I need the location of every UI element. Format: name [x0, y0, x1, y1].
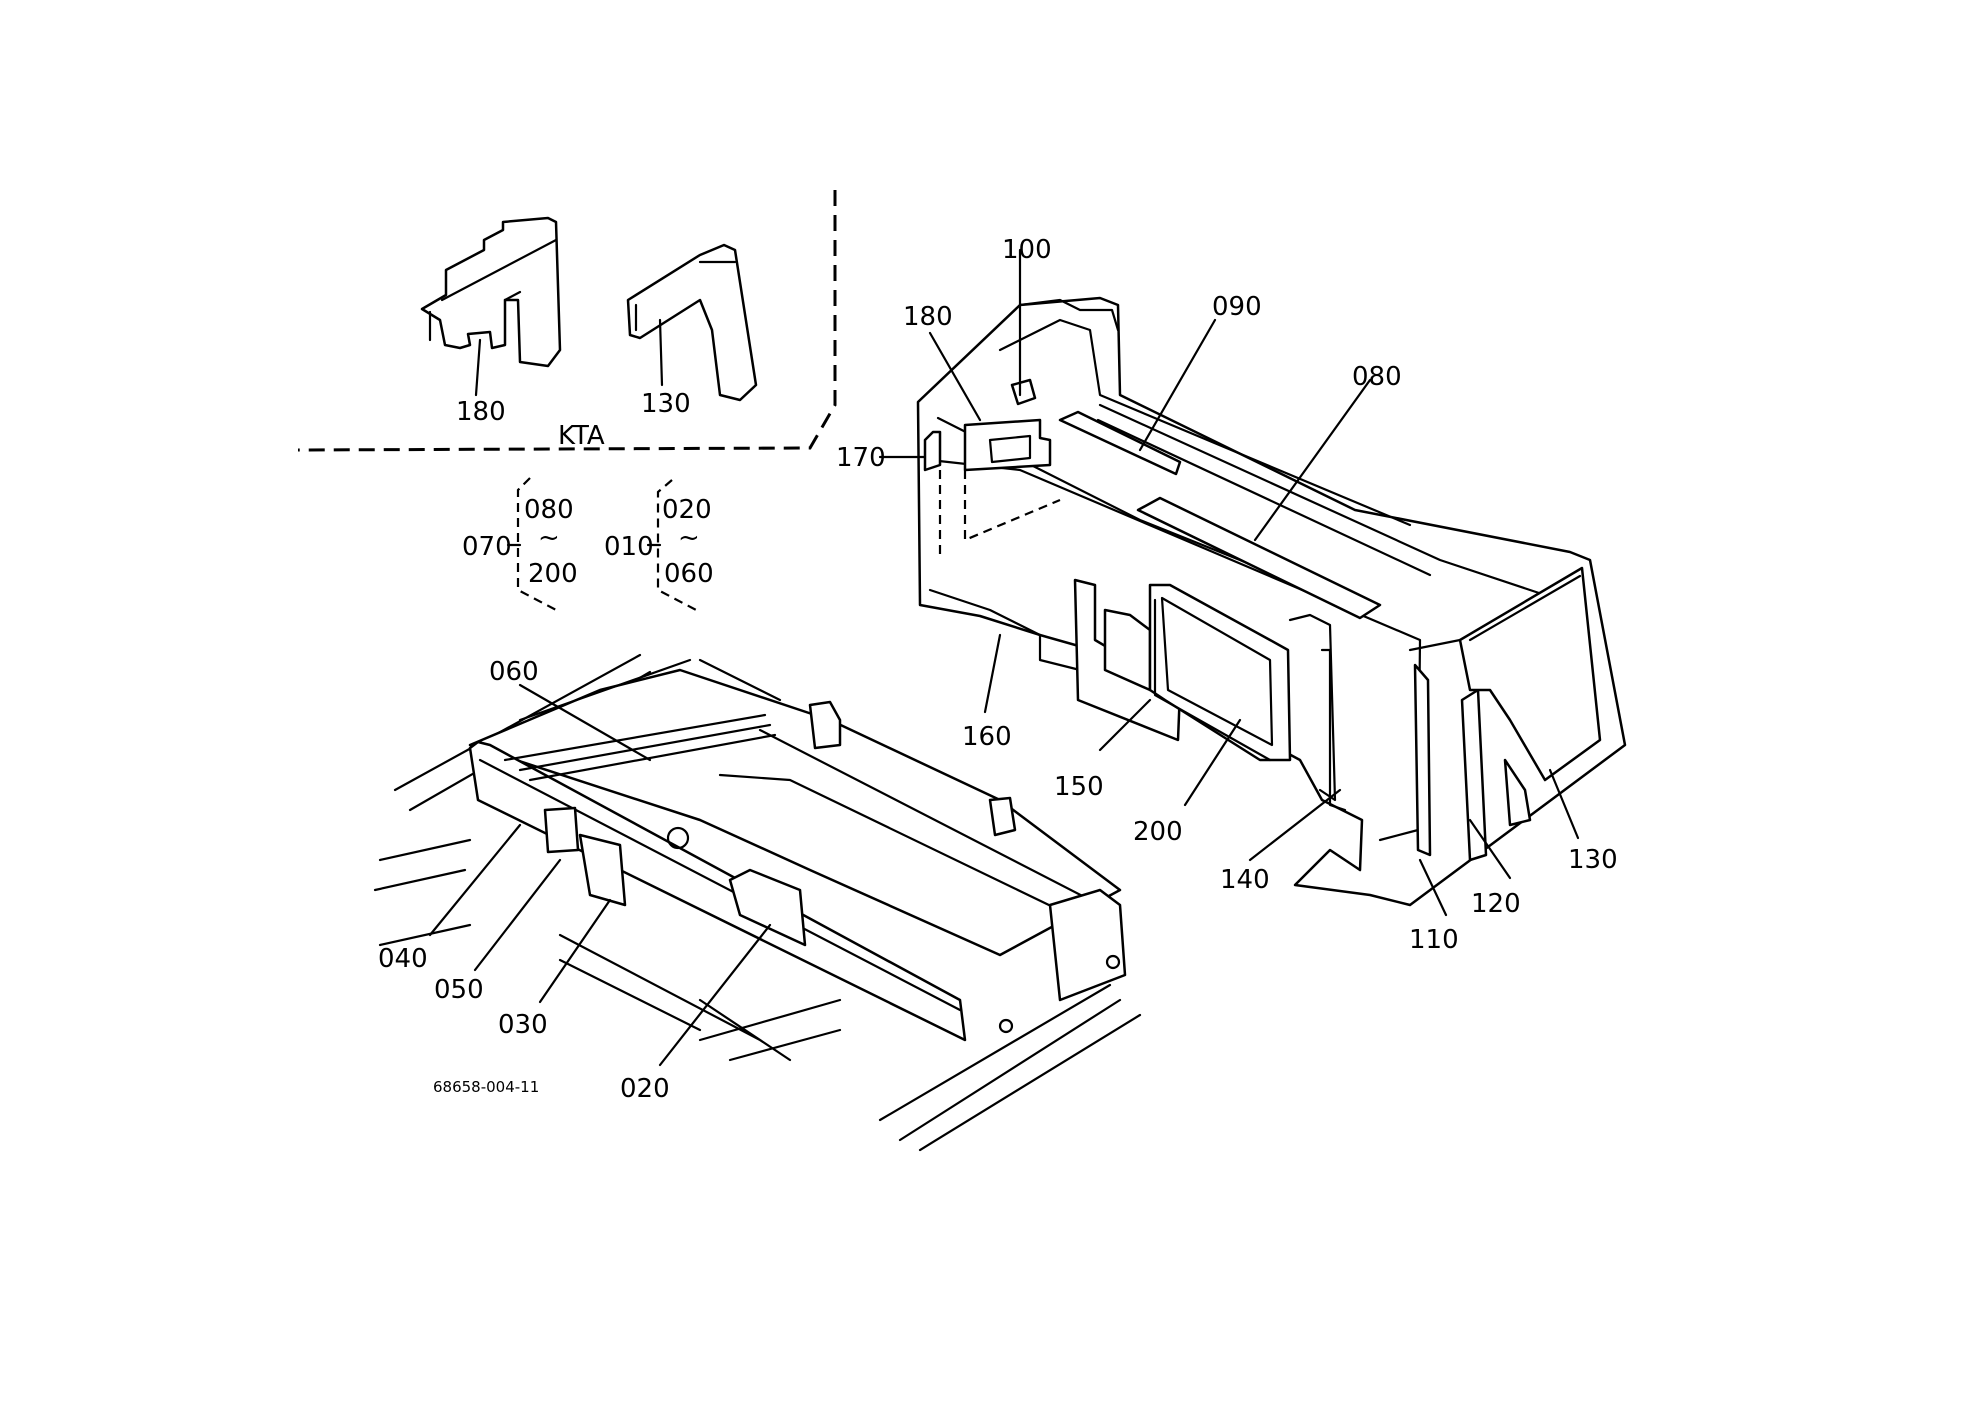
panel-100: [1010, 378, 1037, 406]
group-010-sep: ~: [678, 523, 700, 553]
panel-170: [923, 430, 942, 472]
frame-corner: [1048, 888, 1127, 1002]
group-070-parent: 070: [462, 532, 512, 562]
part-030: [543, 806, 580, 854]
frame-front: [468, 740, 967, 1042]
callout-130: 130: [1568, 845, 1618, 875]
kta-part-130: [626, 243, 758, 402]
callouts: 100 180 090 080 170 160 150 200 140 110 …: [378, 235, 1618, 1104]
bracket-upper: [808, 700, 842, 750]
callout-020: 020: [620, 1074, 670, 1104]
kta-boundary: [297, 190, 837, 452]
callout-030: 030: [498, 1010, 548, 1040]
callout-080: 080: [1352, 362, 1402, 392]
panel-180: [963, 418, 1052, 472]
panel-110-b: [1460, 688, 1488, 862]
bolt-hole-front: [998, 1018, 1014, 1034]
group-010-from: 020: [662, 495, 712, 525]
slot-hole: [666, 826, 690, 850]
panel-080: [1136, 496, 1382, 620]
callout-200: 200: [1133, 817, 1183, 847]
part-020: [728, 868, 807, 947]
kta-callout-130: 130: [641, 389, 691, 419]
bonnet-assembly: [916, 296, 1627, 907]
callout-110: 110: [1409, 925, 1459, 955]
frame-top: [468, 668, 1122, 957]
kta-part-180: [420, 216, 562, 368]
group-010-to: 060: [664, 559, 714, 589]
callout-170: 170: [836, 443, 886, 473]
callout-060: 060: [489, 657, 539, 687]
bolt-hole-right: [1105, 954, 1121, 970]
callout-040: 040: [378, 944, 428, 974]
drawing-number: 68658-004-11: [433, 1078, 539, 1096]
kta-callout-180: 180: [456, 397, 506, 427]
inset-label: KTA: [558, 421, 605, 451]
frame-assembly: [373, 653, 1142, 1152]
panel-130: [1458, 566, 1602, 782]
callout-150: 150: [1054, 772, 1104, 802]
leaders-left: [428, 683, 772, 1067]
panel-090: [1058, 410, 1182, 476]
panel-120: [1503, 758, 1532, 827]
range-group-010: 010 020 ~ 060: [604, 479, 714, 613]
group-070-sep: ~: [538, 523, 560, 553]
callout-160: 160: [962, 722, 1012, 752]
group-070-to: 200: [528, 559, 578, 589]
callout-050: 050: [434, 975, 484, 1005]
group-070-from: 080: [524, 495, 574, 525]
callout-090: 090: [1212, 292, 1262, 322]
kta-inset: 180 130 KTA: [297, 190, 837, 452]
callout-180: 180: [903, 302, 953, 332]
range-group-070: 070 080 ~ 200: [462, 477, 578, 613]
callout-140: 140: [1220, 865, 1270, 895]
part-050: [578, 833, 627, 907]
panel-110: [1413, 663, 1432, 857]
group-010-parent: 010: [604, 532, 654, 562]
callout-100: 100: [1002, 235, 1052, 265]
bracket-right: [988, 796, 1017, 837]
leaders-right: [878, 248, 1580, 917]
callout-120: 120: [1471, 889, 1521, 919]
